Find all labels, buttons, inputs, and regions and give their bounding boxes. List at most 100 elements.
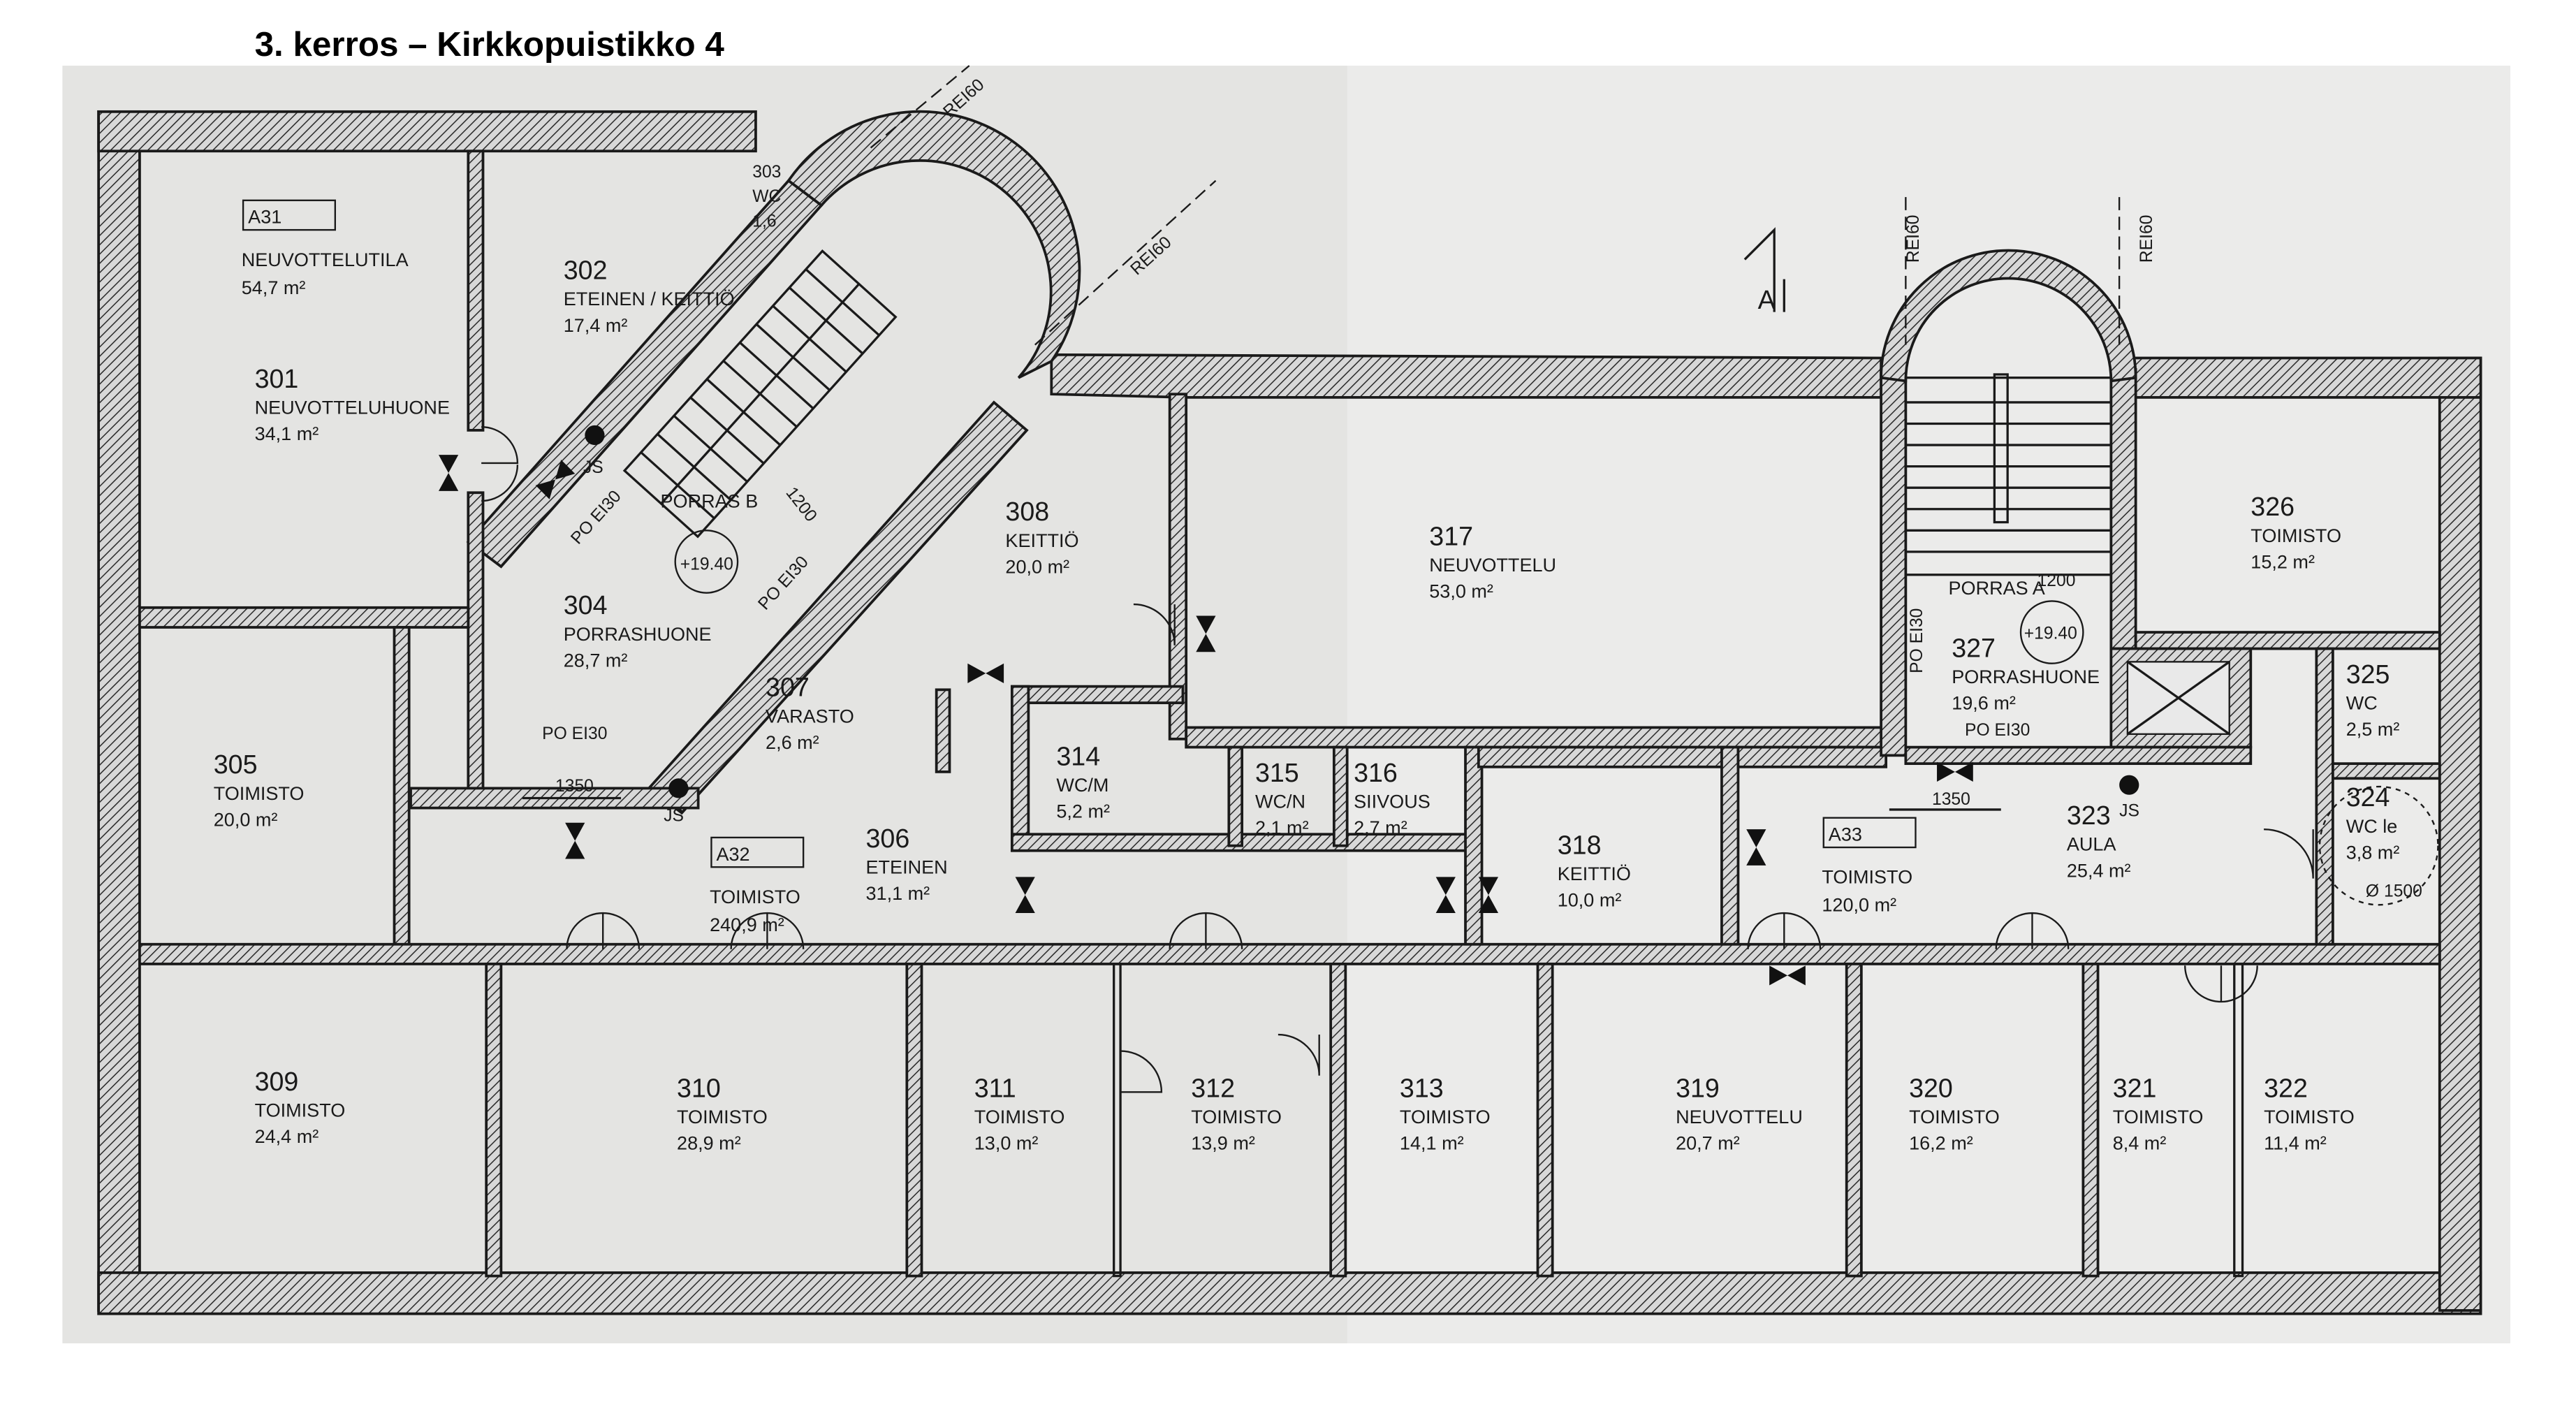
room-area: 19,6 m² (1952, 693, 2016, 714)
dimension-label: 1350 (555, 777, 594, 796)
room-number: 304 (564, 590, 608, 620)
zone-area: 54,7 m² (242, 277, 306, 298)
room-number: 324 (2346, 782, 2390, 812)
fire-wall-label: REI60 (2137, 215, 2156, 263)
room-area: 25,4 m² (2067, 860, 2131, 881)
level-circle-b (674, 530, 739, 594)
zone-tag-box (242, 199, 336, 231)
zone-name: NEUVOTTELUTILA (242, 249, 409, 270)
js-label: JS (583, 458, 603, 477)
room-number: 326 (2251, 492, 2295, 521)
door-direction-icon (438, 455, 459, 491)
room-name: WC/M (1056, 775, 1108, 796)
room-name: TOIMISTO (2113, 1107, 2204, 1127)
door-direction-icon (1196, 615, 1216, 652)
room-name: TOIMISTO (2264, 1107, 2355, 1127)
level-circle-a (2019, 600, 2084, 664)
room-number: 302 (564, 256, 608, 285)
door-direction-icon (967, 663, 1004, 683)
room-number: 325 (2346, 659, 2390, 689)
door-direction-icon (1937, 761, 1973, 782)
room-area: 2,6 m² (766, 732, 819, 753)
room-number: 316 (1354, 758, 1398, 787)
room-name: WC (752, 187, 781, 206)
room-number: 321 (2113, 1073, 2157, 1102)
stair-step (805, 268, 880, 337)
room-area: 14,1 m² (1400, 1133, 1464, 1154)
room-name: NEUVOTTELUHUONE (255, 397, 450, 418)
room-area: 34,1 m² (255, 423, 319, 444)
room-name: NEUVOTTELU (1676, 1107, 1803, 1127)
room-name: WC/N (1255, 791, 1305, 812)
door-direction-icon (1478, 877, 1499, 914)
zone-tag: A33 (1829, 824, 1862, 845)
fire-door-label: PO EI30 (542, 724, 607, 743)
door-direction-icon (565, 822, 585, 859)
room-area: 20,0 m² (1005, 556, 1069, 577)
room-number: 315 (1255, 758, 1299, 787)
stair-step (739, 342, 814, 409)
fire-wall-label: REI60 (1904, 215, 1923, 263)
room-area: 28,9 m² (677, 1133, 741, 1154)
zone-tag: A31 (248, 207, 281, 228)
fire-door-label: PO EI30 (1908, 608, 1926, 673)
js-dot-icon (668, 778, 689, 798)
room-number: 312 (1191, 1073, 1235, 1102)
stair-step (755, 323, 830, 391)
stair-step (657, 433, 732, 501)
js-dot-icon (585, 425, 605, 446)
room-area: 10,0 m² (1558, 890, 1622, 911)
room-number: 305 (214, 750, 258, 779)
room-name: WC (2346, 693, 2378, 714)
room-name: VARASTO (766, 706, 854, 727)
level-label: +19.40 (2024, 624, 2077, 643)
room-name: TOIMISTO (1909, 1107, 2000, 1127)
fire-door-label: PO EI30 (1965, 721, 2030, 740)
zone-tag-box (1822, 817, 1917, 849)
room-name: TOIMISTO (255, 1100, 346, 1121)
room-name: KEITTIÖ (1005, 530, 1078, 551)
js-dot-icon (2119, 775, 2139, 795)
room-name: ETEINEN / KEITTIÖ (564, 289, 735, 309)
door-swings (481, 426, 2439, 1093)
room-number: 310 (677, 1073, 721, 1102)
door-direction-icon (1435, 877, 1456, 914)
room-area: 53,0 m² (1429, 581, 1493, 602)
js-label: JS (664, 806, 684, 825)
room-area: 2,1 m² (1255, 817, 1309, 838)
room-area: 1,6 (752, 212, 776, 231)
room-name: WC le (2346, 816, 2398, 837)
room-number: 320 (1909, 1073, 1953, 1102)
room-area: 20,0 m² (214, 809, 278, 830)
room-name: SIIVOUS (1354, 791, 1430, 812)
stair-step (706, 378, 782, 446)
js-label: JS (2119, 801, 2139, 820)
walls (97, 110, 2482, 1315)
room-area: 11,4 m² (2264, 1133, 2327, 1154)
room-area: 24,4 m² (255, 1126, 319, 1147)
stair-width: 1200 (2037, 571, 2076, 590)
zone-area: 240,9 m² (710, 914, 784, 935)
room-name: PORRASHUONE (1952, 666, 2100, 687)
room-name: TOIMISTO (1400, 1107, 1491, 1127)
zone-name: TOIMISTO (710, 886, 800, 907)
room-name: TOIMISTO (2251, 525, 2341, 546)
stair-step (789, 286, 864, 355)
room-name: TOIMISTO (974, 1107, 1065, 1127)
room-area: 13,9 m² (1191, 1133, 1255, 1154)
room-area: 17,4 m² (564, 315, 628, 336)
room-area: 16,2 m² (1909, 1133, 1973, 1154)
stair-step (689, 396, 765, 465)
room-number: 307 (766, 673, 810, 702)
room-name: AULA (2067, 834, 2116, 855)
section-marker-label: A (1758, 285, 1776, 314)
stair-steps (622, 249, 2113, 576)
room-area: 13,0 m² (974, 1133, 1039, 1154)
door-direction-icon (1015, 877, 1035, 914)
room-number: 313 (1400, 1073, 1444, 1102)
room-area: 31,1 m² (866, 883, 930, 904)
level-label: +19.40 (680, 555, 733, 574)
section-arrow-icon (1743, 227, 1785, 312)
room-number: 322 (2264, 1073, 2308, 1102)
